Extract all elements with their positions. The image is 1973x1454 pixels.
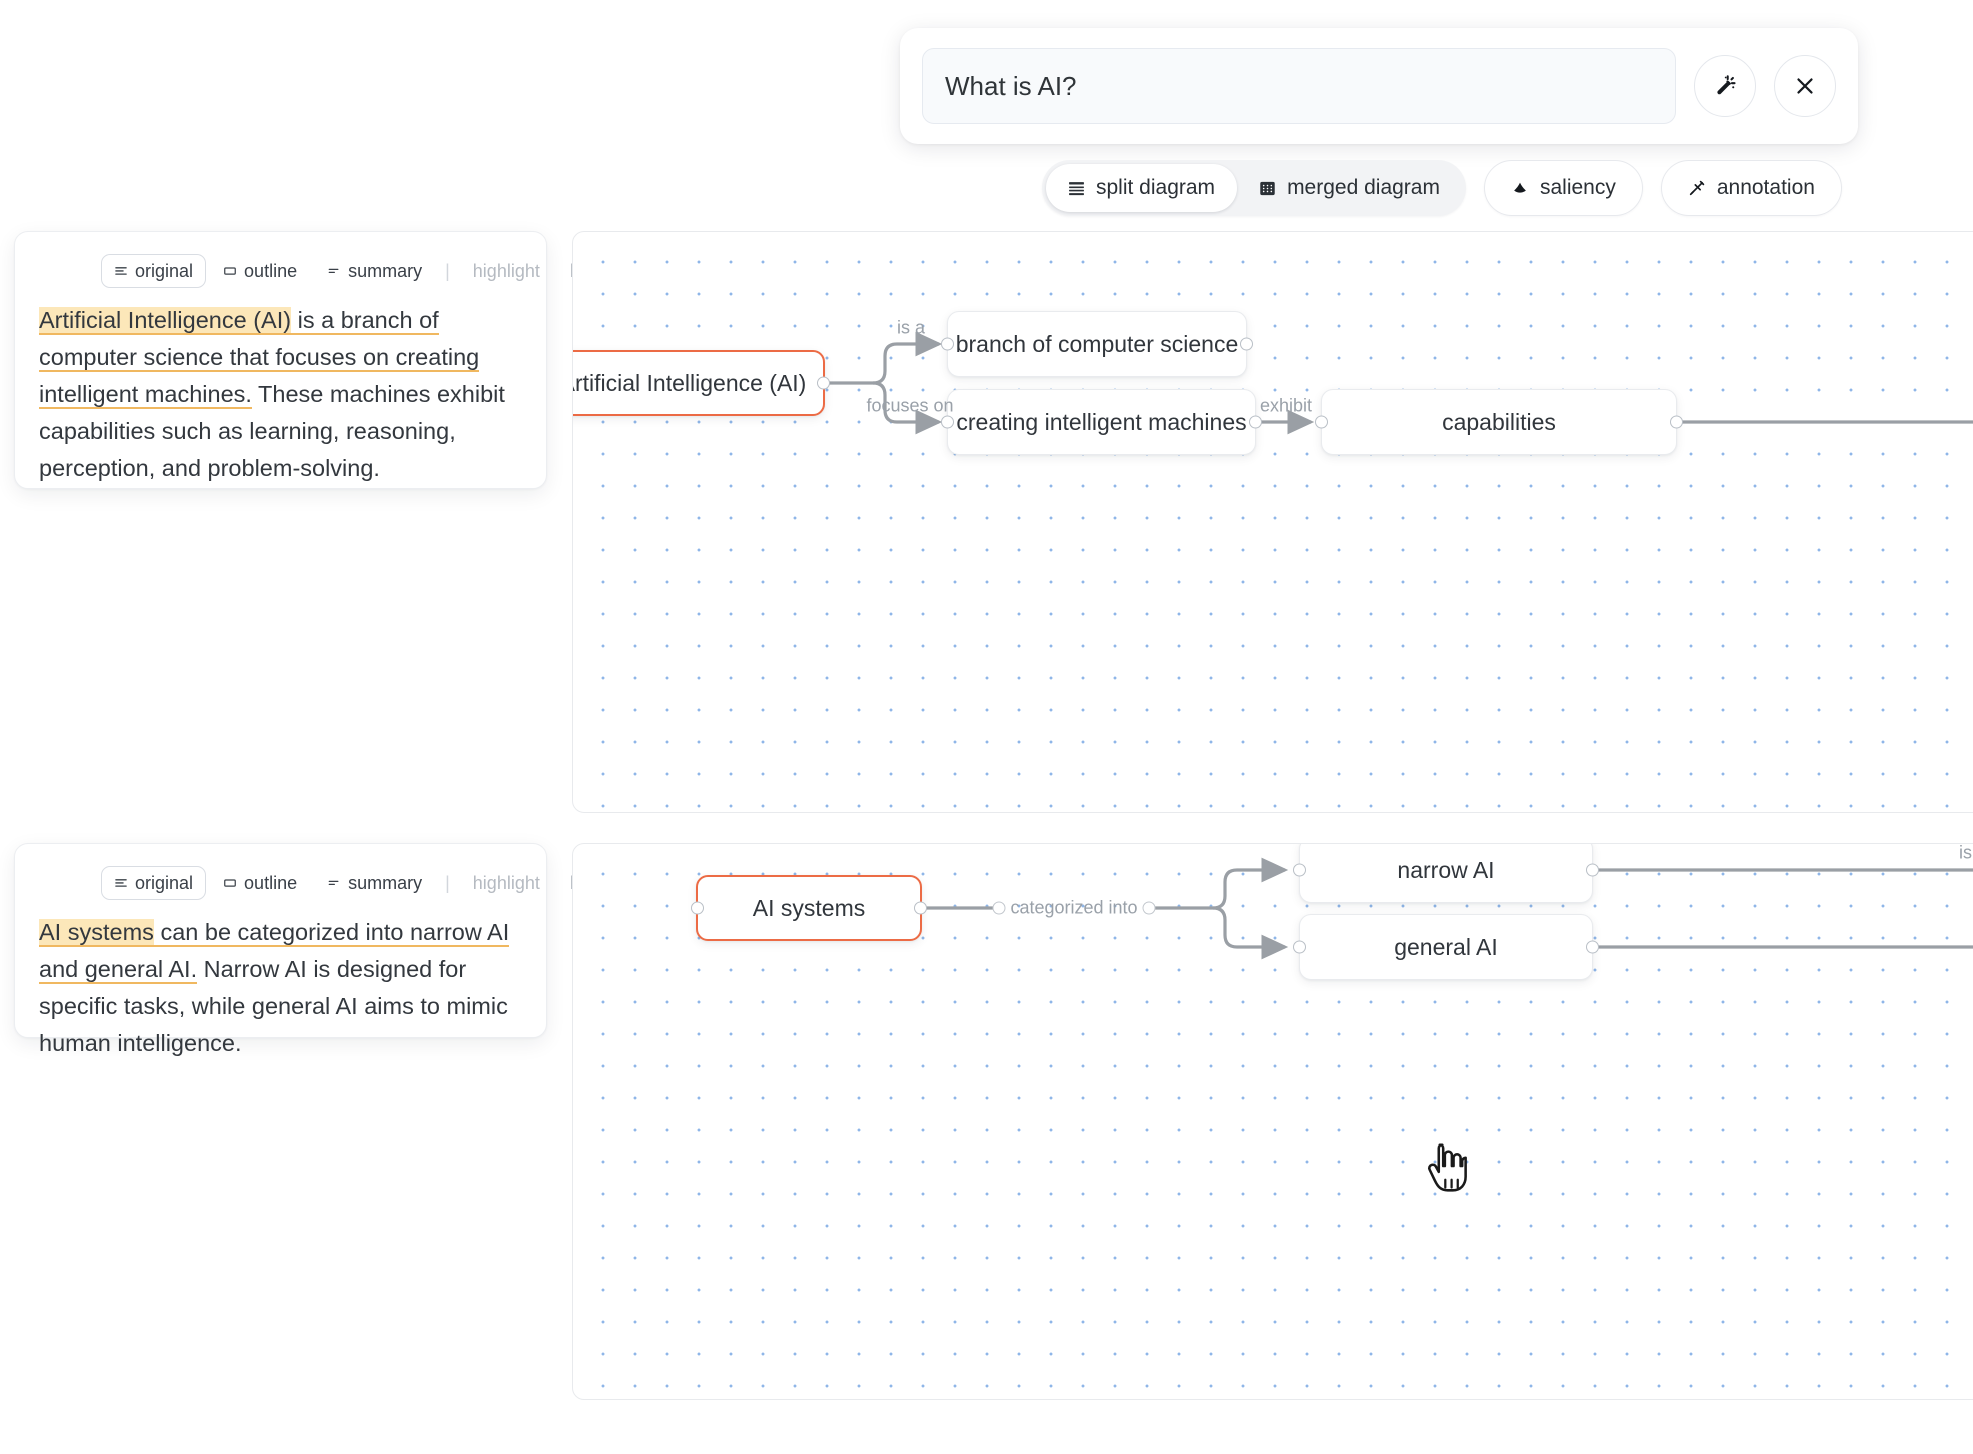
card-1-tab-summary-label: summary [348, 260, 423, 281]
card-1-tabs: original outline summary [39, 254, 604, 288]
card-1-plain-span: These machines exhibit capabilities such… [39, 380, 505, 481]
card-2-tab-summary[interactable]: summary [314, 866, 435, 900]
node-handle-right[interactable] [914, 901, 927, 915]
rows-icon [1068, 180, 1085, 197]
align-short-icon [327, 264, 341, 278]
diagram-canvas-bottom[interactable]: AI systems narrow AI general AI categori… [572, 843, 1973, 1400]
node-handle-left[interactable] [941, 337, 954, 351]
diagram-canvas-top[interactable]: Artificial Intelligence (AI) branch of c… [572, 231, 1973, 813]
text-card-1: original outline summary [14, 231, 604, 489]
node-general-ai[interactable]: general AI [1293, 914, 1599, 980]
card-1-tab-summary[interactable]: summary [314, 254, 435, 288]
card-2-tab-highlight-label: highlight [472, 872, 540, 893]
edge-waypoint-dot-right[interactable] [1142, 901, 1156, 915]
node-handle-right[interactable] [1586, 940, 1599, 954]
edge-label-focuses-on: focuses on [866, 395, 954, 416]
saliency-button[interactable]: saliency [1483, 160, 1643, 216]
grid-square-icon [1259, 180, 1276, 197]
close-button[interactable] [1774, 55, 1836, 117]
node-branch-of-computer-science[interactable]: branch of computer science [941, 311, 1253, 377]
node-label: Artificial Intelligence (AI) [572, 369, 807, 396]
card-1-highlight-span[interactable]: Artificial Intelligence (AI) [39, 307, 292, 335]
diagram-top-edges [825, 331, 1973, 435]
rectangle-icon [223, 264, 237, 278]
card-2-tab-outline[interactable]: outline [210, 866, 310, 900]
card-1-tab-outline-label: outline [244, 260, 298, 281]
node-label: creating intelligent machines [956, 408, 1247, 435]
annotation-button[interactable]: annotation [1660, 160, 1842, 216]
mode-split-diagram-label: split diagram [1096, 176, 1216, 199]
text-card-2: original outline summary [14, 843, 604, 1056]
saliency-label: saliency [1539, 176, 1616, 199]
triangle-icon [1511, 179, 1529, 197]
node-creating-intelligent-machines[interactable]: creating intelligent machines [941, 389, 1262, 455]
card-2-highlight-span[interactable]: AI systems [39, 919, 154, 947]
card-2-tab-original-label: original [135, 872, 194, 893]
card-2-tab-summary-label: summary [348, 872, 423, 893]
view-mode-toolbar: split diagram merged diagram [1042, 160, 1842, 216]
align-short-icon [327, 876, 341, 890]
edge-label-is-designed-clipped: is d [1958, 843, 1973, 863]
magic-wand-button[interactable] [1694, 55, 1756, 117]
node-handle-right[interactable] [1670, 415, 1683, 429]
card-1-tab-outline[interactable]: outline [210, 254, 310, 288]
card-1-underline-span[interactable]: is a branch of computer science that foc… [39, 307, 480, 409]
prompt-bar [900, 28, 1858, 144]
card-1-tab-highlight-label: highlight [472, 260, 540, 281]
card-2-tab-outline-label: outline [244, 872, 298, 893]
card-1-tab-separator: | [445, 260, 450, 281]
card-2-tab-separator: | [445, 872, 450, 893]
close-icon [1792, 73, 1818, 99]
rectangle-icon [223, 876, 237, 890]
edge-waypoint-dot-left[interactable] [992, 901, 1006, 915]
node-handle-left[interactable] [1315, 415, 1328, 429]
card-2-tabs: original outline summary [39, 866, 604, 900]
card-1-tab-highlight[interactable]: highlight [460, 254, 553, 288]
card-1-tab-original-label: original [135, 260, 194, 281]
mode-merged-diagram-label: merged diagram [1287, 176, 1440, 199]
edge-label-exhibit: exhibit [1259, 395, 1313, 416]
node-handle-left[interactable] [691, 901, 704, 915]
card-2-plain-span: Narrow AI is designed for specific tasks… [39, 955, 508, 1056]
node-handle-right[interactable] [1586, 863, 1599, 877]
card-2-underline-span[interactable]: can be categorized into narrow AI and ge… [39, 919, 510, 984]
node-handle-left[interactable] [941, 415, 954, 429]
edge-label-categorized-into: categorized into [1010, 897, 1138, 918]
node-label: general AI [1394, 933, 1498, 960]
card-2-body: AI systems can be categorized into narro… [39, 914, 522, 1062]
diagram-mode-segmented-control: split diagram merged diagram [1042, 160, 1466, 216]
card-1-tab-original[interactable]: original [101, 254, 207, 288]
card-2-tab-original[interactable]: original [101, 866, 207, 900]
magic-wand-icon [1712, 73, 1738, 99]
node-handle-left[interactable] [1293, 940, 1306, 954]
edge-label-is-a: is a [896, 317, 926, 338]
annotation-label: annotation [1716, 176, 1815, 199]
pen-slash-icon [1688, 179, 1706, 197]
align-left-icon [114, 264, 128, 278]
mode-merged-diagram[interactable]: merged diagram [1237, 164, 1462, 212]
node-artificial-intelligence[interactable]: Artificial Intelligence (AI) [572, 350, 830, 416]
node-ai-systems[interactable]: AI systems [691, 875, 927, 941]
node-handle-left[interactable] [1293, 863, 1306, 877]
node-handle-right[interactable] [817, 376, 830, 390]
node-label: AI systems [752, 894, 866, 921]
align-left-icon [114, 876, 128, 890]
node-label: branch of computer science [955, 330, 1239, 357]
card-2-tab-highlight[interactable]: highlight [460, 866, 553, 900]
node-label: capabilities [1442, 408, 1556, 435]
prompt-input[interactable] [922, 48, 1676, 124]
node-capabilities[interactable]: capabilities [1315, 389, 1683, 455]
node-label: narrow AI [1397, 856, 1495, 883]
card-1-body: Artificial Intelligence (AI) is a branch… [39, 302, 522, 486]
mode-split-diagram[interactable]: split diagram [1046, 164, 1238, 212]
node-handle-right[interactable] [1249, 415, 1262, 429]
node-handle-right[interactable] [1240, 337, 1253, 351]
diagram-bottom-edges [922, 857, 1973, 960]
node-narrow-ai[interactable]: narrow AI [1293, 844, 1599, 903]
